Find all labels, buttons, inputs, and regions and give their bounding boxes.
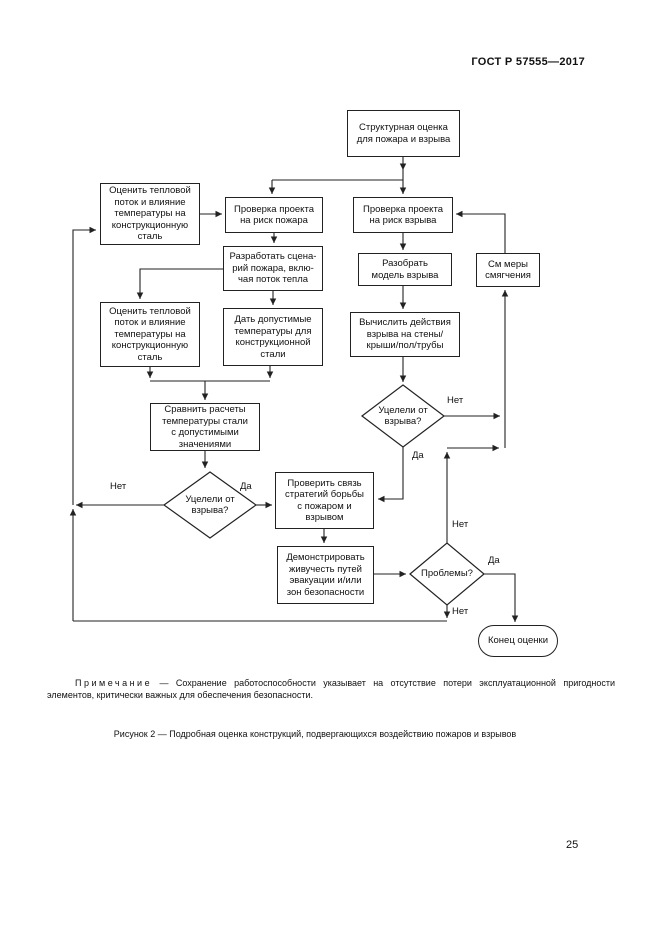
edge-label-yes-left: Да [240, 481, 252, 492]
flow-node-assess-heat-flux-mid: Оценить тепловой поток и влияние темпера… [100, 302, 200, 367]
flow-node-structural-assessment: Структурная оценка для пожара и взрыва [347, 110, 460, 157]
flow-node-see-mitigation: См меры смягчения [476, 253, 540, 287]
page-number: 25 [566, 839, 579, 851]
decision-survived-blast-left-label: Уцелели от взрыва? [185, 493, 235, 517]
flow-node-allowable-temperatures: Дать допустимые температуры для конструк… [223, 308, 323, 366]
flow-node-check-explosion-risk: Проверка проекта на риск взрыва [353, 197, 453, 233]
edge-label-yes-problems: Да [488, 555, 500, 566]
decision-problems-label: Проблемы? [421, 568, 473, 580]
flow-node-verify-strategies: Проверить связь стратегий борьбы с пожар… [275, 472, 374, 529]
decision-diamond-problems [409, 542, 485, 606]
flow-node-check-fire-risk: Проверка проекта на риск пожара [225, 197, 323, 233]
edge-label-no-problems-top: Нет [452, 519, 469, 530]
edge-label-yes-right: Да [412, 450, 424, 461]
edge-label-no-problems-bottom: Нет [452, 606, 469, 617]
flow-node-fire-scenario: Разработать сцена- рий пожара, вклю- чая… [223, 246, 323, 291]
figure-caption: Рисунок 2 — Подробная оценка конструкций… [113, 729, 517, 739]
decision-diamond-survived-blast-left [162, 471, 258, 539]
flow-node-disassemble-blast-model: Разобрать модель взрыва [358, 253, 452, 286]
flow-node-compute-blast-actions: Вычислить действия взрыва на стены/ крыш… [350, 312, 460, 357]
standard-number: ГОСТ Р 57555—2017 [471, 56, 585, 68]
note-label: Примечание [75, 678, 153, 688]
note-text: — Сохранение работоспособности указывает… [47, 678, 615, 700]
note-paragraph: Примечание — Сохранение работоспособност… [47, 678, 615, 701]
edge-label-no-right: Нет [447, 395, 464, 406]
decision-survived-blast-right-label: Уцелели от взрыва? [378, 404, 428, 428]
decision-diamond-survived-blast-right [361, 384, 445, 448]
edge-label-no-left: Нет [110, 481, 127, 492]
flow-node-demonstrate-escape: Демонстрировать живучесть путей эвакуаци… [277, 546, 374, 604]
flow-node-compare-temperatures: Сравнить расчеты температуры стали с доп… [150, 403, 260, 451]
flow-node-end-of-assessment: Конец оценки [478, 625, 558, 657]
flow-node-assess-heat-flux-top: Оценить тепловой поток и влияние темпера… [100, 183, 200, 245]
